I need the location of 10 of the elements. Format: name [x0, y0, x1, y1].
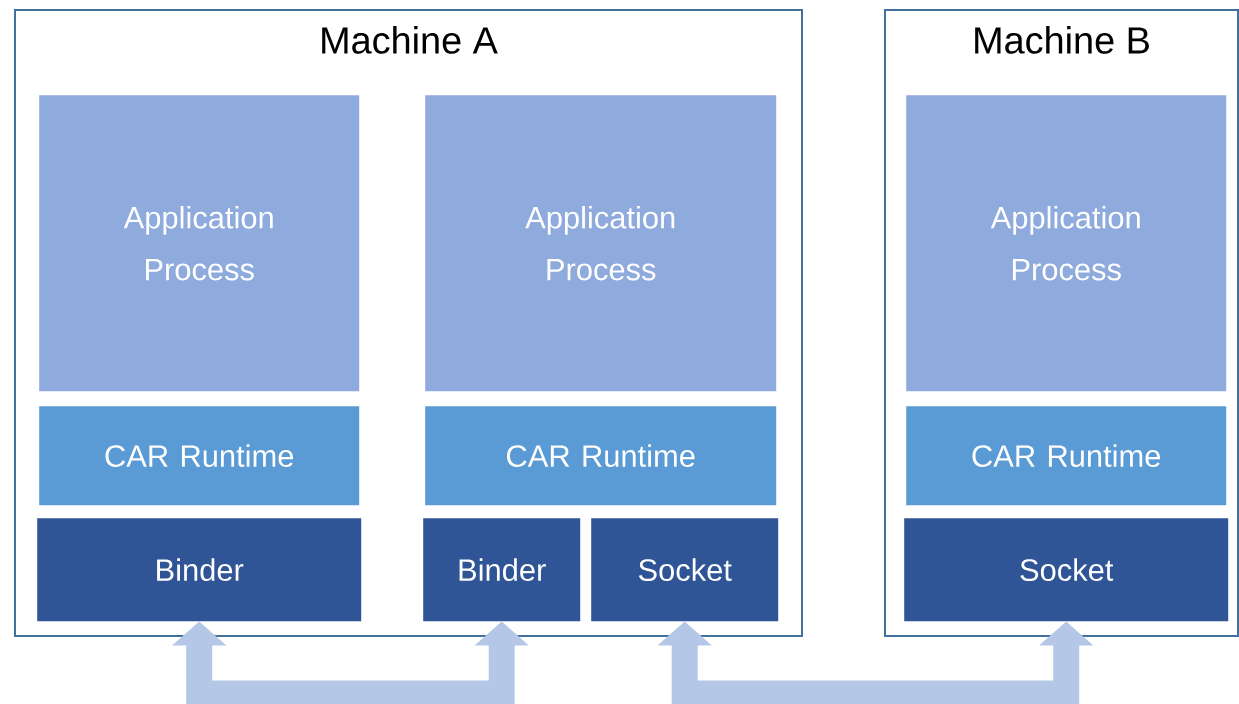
runtime-box: CAR Runtime	[425, 406, 777, 506]
transport-box: Socket	[904, 518, 1229, 622]
process-box: Application Process	[906, 95, 1227, 392]
transport-box: Binder	[423, 518, 581, 622]
process-box: Application Process	[425, 95, 777, 392]
process-box: Application Process	[39, 95, 360, 392]
runtime-box: CAR Runtime	[39, 406, 360, 506]
transport-box: Binder	[37, 518, 362, 622]
runtime-box: CAR Runtime	[906, 406, 1227, 506]
transport-box: Socket	[591, 518, 779, 622]
